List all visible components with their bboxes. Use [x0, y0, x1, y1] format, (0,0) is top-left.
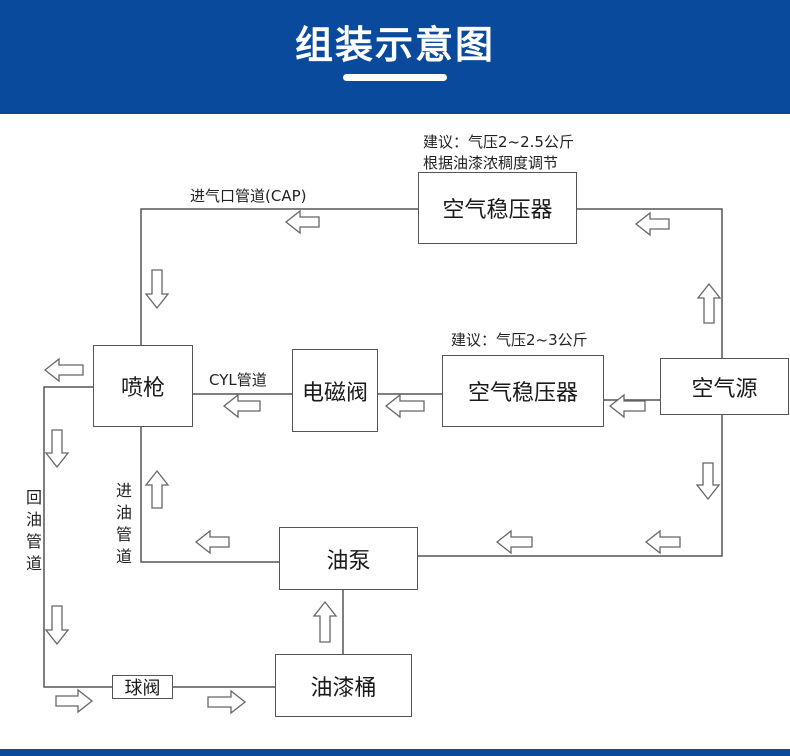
spray-gun-box: 喷枪: [93, 345, 193, 427]
arrow-left-valve: [384, 393, 425, 419]
arrow-left-pump-2: [644, 529, 681, 555]
arrow-up-bucket: [312, 600, 338, 643]
arrow-left-source: [608, 393, 646, 419]
paint-bucket-box: 油漆桶: [275, 654, 412, 717]
footer-bar: [0, 749, 790, 756]
arrow-left-cap: [284, 209, 320, 235]
ball-valve-label: 球阀: [124, 678, 161, 699]
oil-inlet-pipe-label: 进油管道: [115, 481, 132, 566]
air-regulator-top-label: 空气稳压器: [442, 198, 553, 223]
arrow-left-right-top: [634, 211, 670, 237]
arrow-right-return: [55, 688, 94, 714]
air-source-label: 空气源: [691, 376, 758, 402]
air-inlet-line: [577, 208, 723, 358]
arrow-left-gun-out: [43, 357, 84, 383]
suggest-top-line2: 根据油漆浓稠度调节: [423, 154, 559, 172]
arrow-left-inlet: [194, 529, 230, 555]
oil-pump-box: 油泵: [279, 527, 418, 590]
title-underline: [343, 74, 447, 81]
arrow-down-return-2: [44, 605, 70, 646]
air-regulator-mid-box: 空气稳压器: [442, 355, 604, 427]
arrow-left-pump-1: [495, 529, 533, 555]
solenoid-valve-label: 电磁阀: [301, 380, 368, 406]
arrow-up-source: [696, 282, 722, 324]
air-inlet-pipe-label: 进气口管道(CAP): [190, 187, 307, 205]
ball-valve-box: 球阀: [112, 675, 173, 699]
oil-pump-label: 油泵: [326, 548, 371, 574]
arrow-down-source: [695, 462, 721, 501]
air-regulator-mid-label: 空气稳压器: [467, 381, 578, 406]
solenoid-valve-box: 电磁阀: [292, 349, 378, 432]
arrow-down-cap: [144, 269, 170, 310]
arrow-up-inlet: [144, 469, 170, 509]
return-line: [43, 386, 112, 688]
suggest-top-line1: 建议：气压2~2.5公斤: [423, 133, 574, 151]
air-to-pump-line: [418, 415, 723, 557]
arrow-right-valve: [207, 689, 247, 715]
air-inlet-line-left: [140, 208, 418, 345]
arrow-down-return-1: [44, 429, 70, 469]
air-regulator-top-box: 空气稳压器: [418, 172, 577, 244]
header-banner: 组装示意图: [0, 0, 790, 114]
return-pipe-label: 回油管道: [25, 488, 42, 573]
arrow-left-cyl: [222, 393, 261, 419]
cyl-pipe-label: CYL管道: [209, 371, 267, 389]
suggest-mid: 建议：气压2~3公斤: [451, 331, 588, 349]
air-source-box: 空气源: [660, 358, 789, 415]
page-title: 组装示意图: [294, 23, 495, 67]
paint-bucket-label: 油漆桶: [310, 675, 377, 701]
oil-inlet-line: [140, 427, 279, 563]
spray-gun-label: 喷枪: [120, 376, 165, 401]
